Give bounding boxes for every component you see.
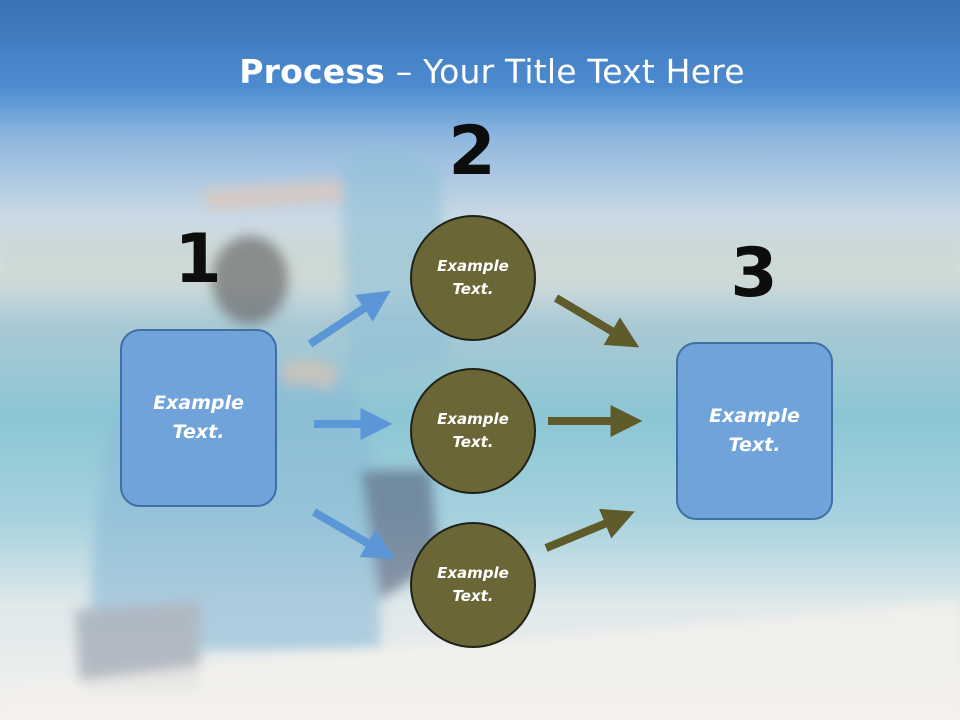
step-1-text: Example Text.	[153, 392, 244, 443]
step-2-circle-middle-text: Example Text.	[437, 410, 509, 451]
arrow-box1-to-circle-top	[307, 290, 391, 348]
step-1-box: Example Text.	[120, 329, 277, 507]
step-3-box: Example Text.	[676, 342, 833, 520]
step-number-3: 3	[730, 234, 778, 313]
title-bold: Process	[239, 52, 386, 91]
step-2-circle-bottom-text: Example Text.	[437, 564, 509, 605]
step-number-1: 1	[174, 220, 222, 299]
arrow-circle-top-to-box3	[553, 294, 640, 348]
title-rest: – Your Title Text Here	[385, 52, 745, 91]
step-2-circle-top-text: Example Text.	[437, 257, 509, 298]
arrow-circle-bottom-to-box3	[544, 508, 635, 552]
step-2-circle-bottom: Example Text.	[410, 522, 536, 648]
step-3-text: Example Text.	[709, 405, 800, 456]
arrow-box1-to-circle-bottom	[311, 508, 396, 560]
step-2-circle-top: Example Text.	[410, 215, 536, 341]
step-number-2: 2	[448, 112, 496, 191]
step-2-circle-middle: Example Text.	[410, 368, 536, 494]
slide-title: Process – Your Title Text Here	[0, 52, 960, 91]
